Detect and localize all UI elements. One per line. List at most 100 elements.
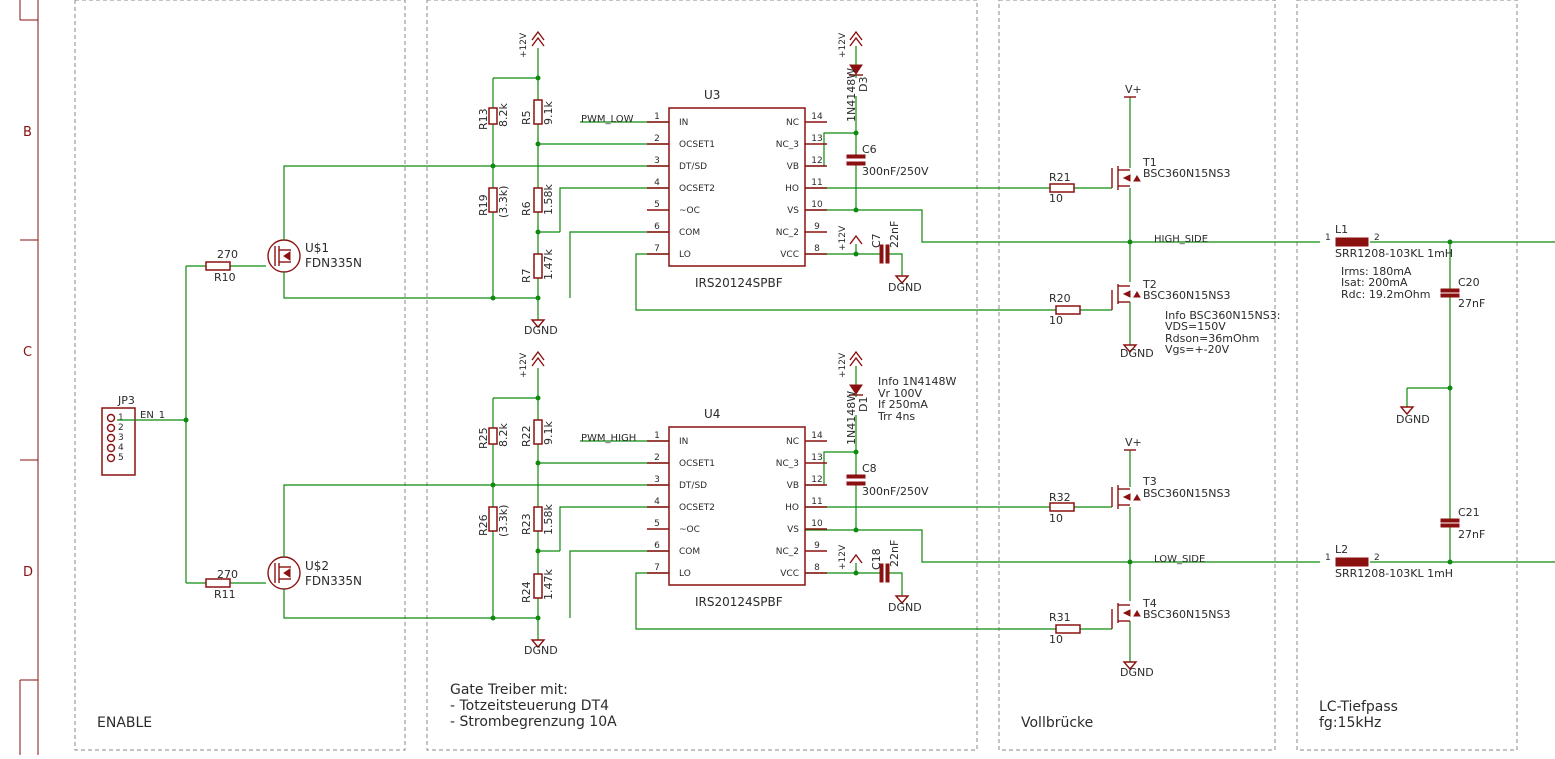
u4-pin-number-left: 7 bbox=[654, 563, 660, 573]
lower-cboot-name-label: C8 bbox=[862, 462, 877, 475]
bridge-vplus-label: V+ bbox=[1125, 83, 1142, 96]
upper-gnd-c7: DGND bbox=[888, 275, 922, 294]
bridge-r21-value-label: 10 bbox=[1049, 192, 1063, 205]
resistor-r6[interactable]: R6 1.58k bbox=[520, 184, 555, 216]
capacitor-c7[interactable]: C7 22nF bbox=[870, 221, 901, 264]
transistor-t3[interactable]: T3 BSC360N15NS3 bbox=[1111, 475, 1230, 509]
u4-pin-name-right: NC_3 bbox=[776, 459, 799, 469]
u4-pin-number-left: 1 bbox=[654, 431, 660, 441]
u3-pin-name-right: NC bbox=[786, 118, 799, 128]
u4-pin-number-right: 13 bbox=[811, 453, 822, 463]
diode-info-note: Info 1N4148W Vr 100V If 250mA Trr 4ns bbox=[877, 375, 957, 423]
resistor-r5[interactable]: R5 9.1k bbox=[520, 99, 555, 125]
lc-filter-cutoff: fg:15kHz bbox=[1319, 715, 1381, 731]
capacitor-c8[interactable]: C8 300nF/250V bbox=[846, 462, 929, 498]
resistor-r7[interactable]: R7 1.47k bbox=[520, 249, 555, 283]
gate-driver-ic-u4[interactable]: U4 IRS20124SPBF 1IN14NC2OCSET113NC_33DT/… bbox=[647, 407, 827, 609]
gate-driver-feature-1: - Totzeitsteuerung DT4 bbox=[450, 698, 609, 714]
resistor-r32[interactable]: R32 10 bbox=[1049, 491, 1075, 525]
u4-pin-number-left: 2 bbox=[654, 453, 660, 463]
mosfet-u2[interactable]: U$2 FDN335N bbox=[267, 556, 362, 590]
upper-gnd-label: DGND bbox=[524, 324, 558, 337]
resistor-r20[interactable]: R20 10 bbox=[1049, 292, 1081, 327]
connector-jp3[interactable]: 1 2 3 4 5 JP3 bbox=[101, 394, 136, 476]
resistor-r26[interactable]: R26 (3.3k) bbox=[477, 505, 510, 537]
r10-name: R10 bbox=[214, 271, 236, 284]
u3-pin-number-right: 10 bbox=[811, 200, 823, 210]
filter-pin2-label: 2 bbox=[1374, 553, 1380, 563]
filter-c21-name-label: C21 bbox=[1458, 506, 1480, 519]
resistor-r19[interactable]: R19 (3.3k) bbox=[477, 186, 510, 218]
u4-pin-number-right: 8 bbox=[814, 563, 820, 573]
resistor-r10[interactable]: 270 R10 bbox=[205, 248, 238, 284]
upper-rb-name-label: R5 bbox=[520, 110, 533, 125]
lower-ra-value-label: 8.2k bbox=[497, 423, 510, 447]
transistor-t4[interactable]: T4 BSC360N15NS3 bbox=[1111, 597, 1230, 629]
lower-supply-label: +12V bbox=[838, 352, 848, 378]
u4-pin-name-left: COM bbox=[679, 547, 700, 557]
capacitor-c20[interactable]: C20 27nF bbox=[1440, 276, 1485, 310]
inductor-l1[interactable]: 1 2 L1 SRR1208-103KL 1mH bbox=[1325, 223, 1453, 260]
lower-cboot-value-label: 300nF/250V bbox=[862, 485, 929, 498]
jp3-name: JP3 bbox=[117, 394, 135, 407]
inductor-l2[interactable]: 1 2 L2 SRR1208-103KL 1mH bbox=[1325, 543, 1453, 580]
bridge-t3-value-label: BSC360N15NS3 bbox=[1143, 487, 1230, 500]
upper-ra-name-label: R13 bbox=[477, 108, 490, 130]
filter-pin2-label: 2 bbox=[1374, 233, 1380, 243]
bridge-t4-name-label: T4 bbox=[1142, 597, 1157, 610]
u3-value: IRS20124SPBF bbox=[695, 276, 783, 290]
u3-pin-name-right: VCC bbox=[780, 250, 799, 260]
diode-d1[interactable]: 1N4148W D1 bbox=[845, 384, 870, 445]
resistor-r22[interactable]: R22 9.1k bbox=[520, 419, 555, 447]
jp3-pin-3: 3 bbox=[118, 433, 124, 443]
u3-pin-name-left: LO bbox=[679, 250, 691, 260]
transistor-t1[interactable]: T1 BSC360N15NS3 bbox=[1111, 156, 1230, 190]
u4-pin-name-left: ~OC bbox=[679, 525, 700, 535]
filter-pin1-label: 1 bbox=[1325, 553, 1331, 563]
lower-gnd-c18: DGND bbox=[888, 595, 922, 614]
diode-d3[interactable]: 1N4148W D3 bbox=[845, 64, 870, 122]
filter-c20-name-label: C20 bbox=[1458, 276, 1480, 289]
u3-pin-name-right: VB bbox=[787, 162, 799, 172]
wire-q2-to-u4-dtsd bbox=[283, 484, 669, 557]
upper-gnd-label: DGND bbox=[888, 281, 922, 294]
lower-vcc-supply: +12V bbox=[838, 544, 863, 573]
upper-rb-value-label: 9.1k bbox=[542, 101, 555, 125]
resistor-r11[interactable]: 270 R11 bbox=[205, 568, 238, 601]
resistor-r21[interactable]: R21 10 bbox=[1049, 171, 1075, 205]
lower-gnd-label: DGND bbox=[524, 644, 558, 657]
upper-cvcc-name-label: C7 bbox=[870, 233, 883, 248]
resistor-r24[interactable]: R24 1.47k bbox=[520, 569, 555, 603]
u4-pin-name-right: NC_2 bbox=[776, 547, 799, 557]
lower-diode-name-label: D1 bbox=[857, 397, 870, 412]
u4-pin-name-right: VS bbox=[787, 525, 799, 535]
lower-ra-name-label: R25 bbox=[477, 427, 490, 449]
u4-name: U4 bbox=[704, 407, 720, 421]
filter-gnd-label: DGND bbox=[1396, 413, 1430, 426]
capacitor-c18[interactable]: C18 22nF bbox=[870, 540, 901, 583]
net-label-pwm-high: PWM_HIGH bbox=[581, 433, 636, 444]
upper-vcc-supply: +12V bbox=[838, 225, 863, 254]
lower-cvcc-value-label: 22nF bbox=[888, 540, 901, 567]
gate-driver-ic-u3[interactable]: U3 IRS20124SPBF 1IN14NC2OCSET113NC_33DT/… bbox=[647, 88, 827, 290]
resistor-r23[interactable]: R23 1.58k bbox=[520, 504, 555, 535]
upper-re-name-label: R7 bbox=[520, 268, 533, 283]
bridge-info-2-label: Rdson=36mOhm bbox=[1165, 332, 1259, 345]
mosfet-u1[interactable]: U$1 FDN335N bbox=[267, 239, 362, 273]
filter-coil_info-0-label: Irms: 180mA bbox=[1341, 265, 1412, 278]
resistor-r13[interactable]: R13 8.2k bbox=[477, 103, 510, 130]
net-label-low-side: LOW_SIDE bbox=[1154, 554, 1205, 565]
q2-value: FDN335N bbox=[305, 574, 362, 588]
capacitor-c6[interactable]: C6 300nF/250V bbox=[846, 143, 929, 178]
capacitor-c21[interactable]: C21 27nF bbox=[1440, 506, 1485, 541]
filter-coil_info-1-label: Isat: 200mA bbox=[1341, 276, 1408, 289]
resistor-r25[interactable]: R25 8.2k bbox=[477, 423, 510, 449]
resistor-r31[interactable]: R31 10 bbox=[1049, 611, 1081, 646]
lower-supply-label: +12V bbox=[838, 544, 848, 570]
inductor-info-note: Irms: 180mA Isat: 200mA Rdc: 19.2mOhm bbox=[1341, 265, 1430, 301]
upper-rd-value-label: 1.58k bbox=[542, 184, 555, 215]
upper-cboot-name-label: C6 bbox=[862, 143, 877, 156]
bridge-t4-value-label: BSC360N15NS3 bbox=[1143, 608, 1230, 621]
lower-rd-value-label: 1.58k bbox=[542, 504, 555, 535]
transistor-t2[interactable]: T2 BSC360N15NS3 bbox=[1111, 278, 1230, 310]
